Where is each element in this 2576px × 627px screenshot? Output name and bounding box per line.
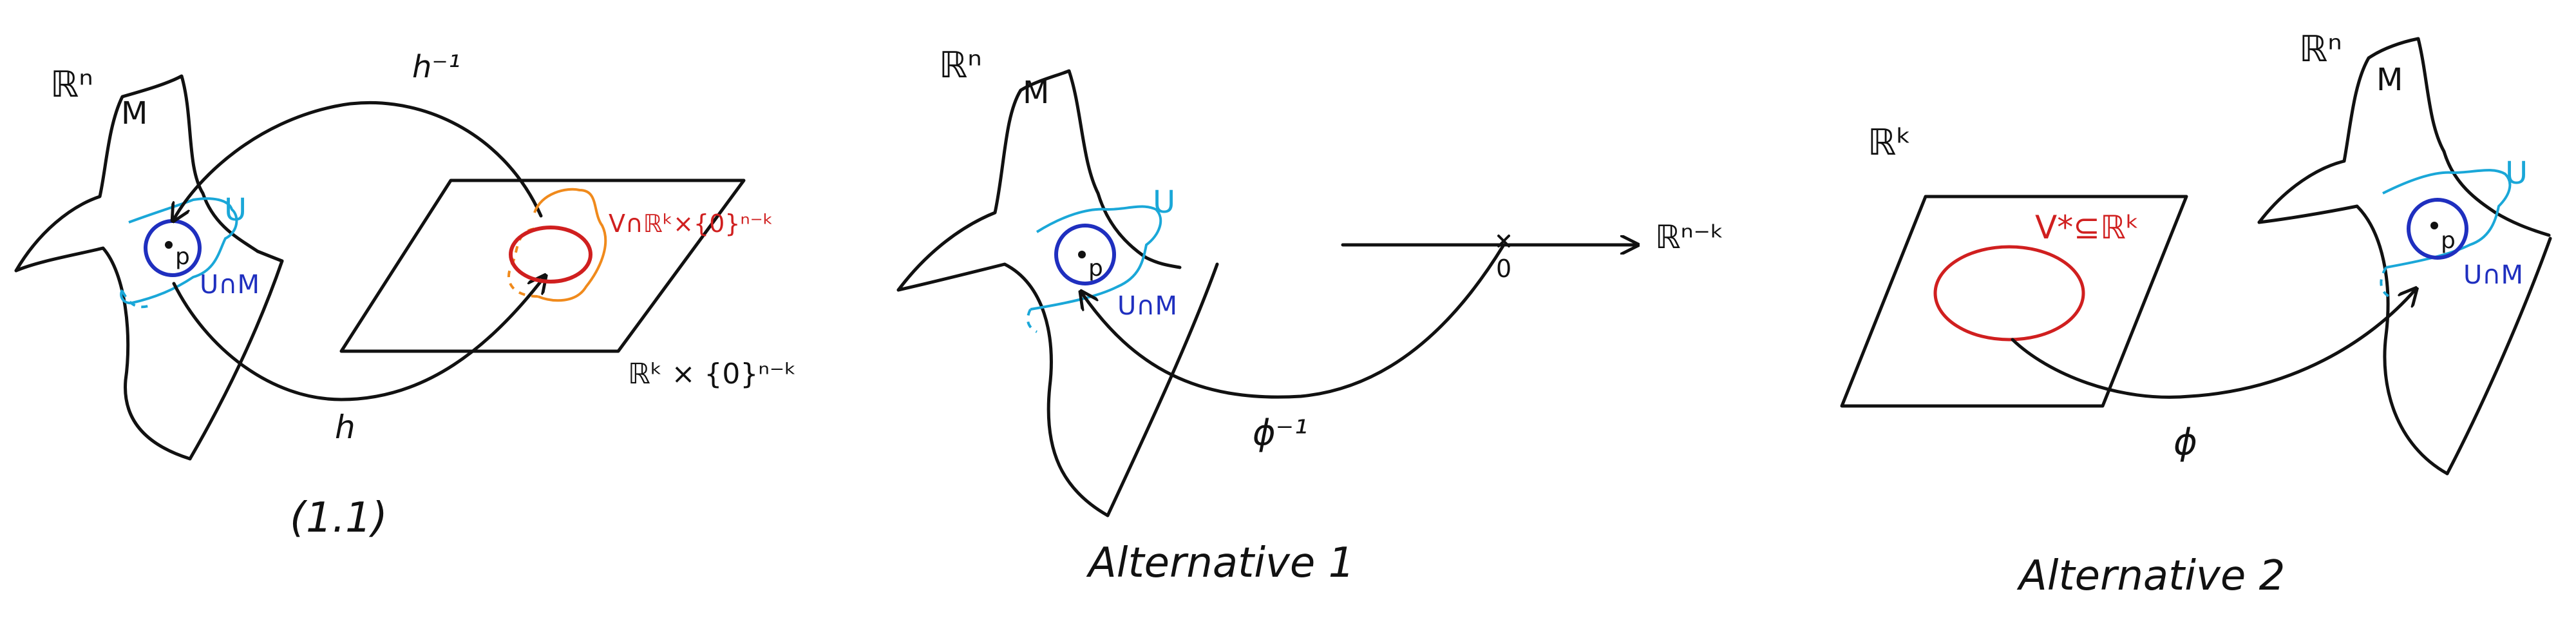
panel1-manifold-edge-right [188,259,284,461]
panel3-open-set-dashed [2380,266,2391,298]
panel-1: ℝⁿ M U p U∩M h⁻¹ h V∩ℝᵏ×{0}ⁿ⁻ᵏ ℝᵏ × {0}ⁿ… [14,49,797,542]
panel1-plane-Rk [339,178,746,353]
panel2-intersection-label: U∩M [1117,291,1177,321]
panel3-map-label: ϕ [2174,421,2197,463]
panel3-set-label: V*⊆ℝᵏ [2035,209,2139,246]
panel3-point-label: p [2441,227,2456,254]
panel2-open-set-dashed [1026,309,1037,333]
panel2-target-label: ℝⁿ⁻ᵏ [1655,218,1724,256]
panel2-inverse-map-arc [1082,243,1506,399]
panel-3: ℝᵏ V*⊆ℝᵏ ϕ ℝⁿ M U p U∩M Alternative 2 [1840,28,2552,600]
panel2-origin-cross [1497,235,1510,247]
panel1-point-label: p [175,244,190,270]
panel2-neighborhood-circle [1054,224,1116,285]
panel3-plane-Rk [1840,195,2188,408]
panel1-caption: (1.1) [290,494,388,542]
panel3-manifold-edge-right [2445,236,2552,476]
panel2-map-label: ϕ⁻¹ [1253,412,1308,453]
panel2-space-label: ℝⁿ [939,44,982,86]
panel2-point-label: p [1088,255,1103,282]
panel2-origin-label: 0 [1496,255,1511,283]
panel2-manifold-edge-left [896,262,1110,517]
panel1-point-p [165,241,173,249]
panel1-map-label: h [335,409,355,446]
panel1-inverse-arc [174,101,543,219]
panel2-open-set-label: U [1153,184,1175,220]
panel3-domain-label: ℝᵏ [1868,122,1911,164]
panel3-manifold-label: M [2376,62,2403,98]
panel1-space-label: ℝⁿ [50,64,93,106]
panel1-manifold-edge-left [14,246,192,461]
panel1-intersection-label: U∩M [200,270,260,300]
panel2-manifold-edge-right [1106,262,1219,517]
panel1-neighborhood-circle [144,219,202,277]
panel3-set-ellipse [1933,245,2085,342]
panel3-map-arc [2011,290,2415,399]
panel1-plane-label: ℝᵏ × {0}ⁿ⁻ᵏ [628,358,797,391]
panel2-caption: Alternative 1 [1086,539,1354,587]
panel3-manifold-edge-left [2257,204,2449,476]
panel3-neighborhood-circle [2407,198,2468,260]
panel2-open-set-outline [1030,205,1162,311]
panel1-manifold-surface [14,74,284,273]
panel1-image-ellipse [509,226,592,284]
panel1-open-set-dashed [121,291,149,309]
panel3-intersection-label: U∩M [2463,260,2523,290]
panel1-map-arc [172,277,544,401]
panel3-space-label: ℝⁿ [2299,28,2342,70]
panel-2: ℝⁿ M U p U∩M ℝⁿ⁻ᵏ 0 ϕ⁻¹ Alternative 1 [896,44,1724,587]
panel3-point-p [2430,222,2438,229]
panel2-manifold-surface [896,69,1182,292]
panel1-open-set-label: U [224,192,247,228]
panel3-open-set-label: U [2505,155,2528,191]
panel3-manifold-surface [2257,37,2551,237]
panel1-image-label: V∩ℝᵏ×{0}ⁿ⁻ᵏ [609,209,773,238]
panel1-inverse-map-label: h⁻¹ [412,49,460,85]
panel3-caption: Alternative 2 [2016,552,2285,600]
panel1-image-outline-orange [533,188,607,302]
panel1-manifold-label: M [121,95,147,131]
panel2-point-p [1078,251,1086,258]
